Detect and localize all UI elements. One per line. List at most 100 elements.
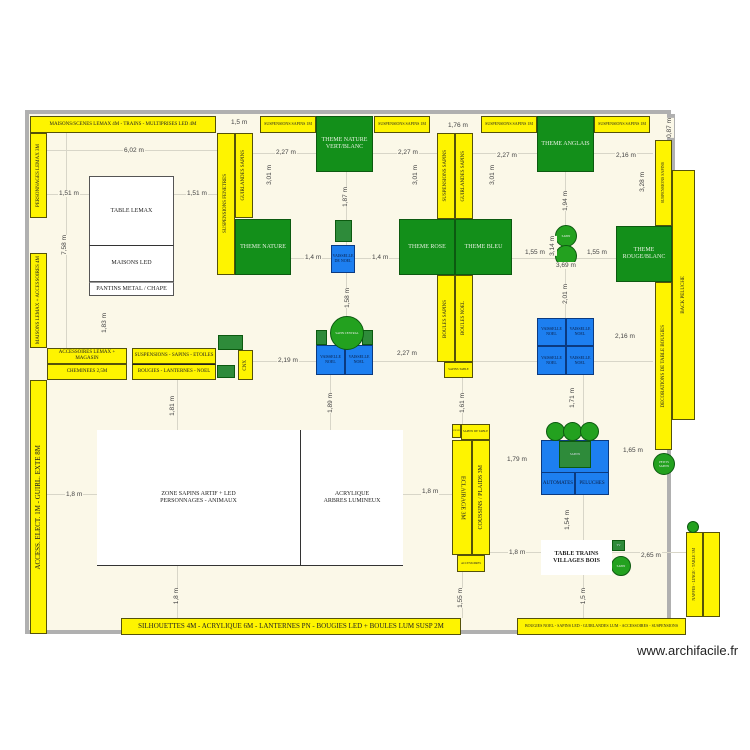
dimension-label: 2,16 m bbox=[614, 333, 636, 340]
theme-anglais[interactable]: THEME ANGLAIS bbox=[537, 116, 594, 172]
display-suspensions[interactable]: SUSPENSIONS - SAPINS - ETOILES bbox=[132, 348, 216, 364]
vaisselle-cell[interactable]: VAISSELLE NOEL bbox=[537, 346, 566, 375]
theme-bleu[interactable]: THEME BLEU bbox=[455, 219, 512, 275]
label: SUSPENSIONS SAPINS bbox=[660, 162, 666, 204]
vaisselle-1[interactable]: VAISSELLE NOEL bbox=[316, 345, 345, 375]
display-cheminees[interactable]: CHEMINEES 2,5M bbox=[47, 364, 127, 380]
label: SAPIN bbox=[616, 564, 626, 568]
display-col-2[interactable]: GUIRLANDES SAPINS bbox=[455, 133, 473, 219]
vaisselle-cell[interactable]: VAISSELLE NOEL bbox=[566, 346, 594, 375]
label: ACCESSOIRES LEMAX + MAGASIN bbox=[58, 350, 116, 361]
petits-sapins[interactable]: PETITS SAPINS bbox=[653, 453, 675, 475]
peluches[interactable]: PELUCHES bbox=[575, 472, 609, 495]
display-top-4[interactable]: SUSPENSIONS SAPINS 1M bbox=[594, 116, 650, 133]
display-maisons[interactable]: MAISONS LEMAX + ACCESSOIRES 4M bbox=[30, 253, 47, 348]
label: TV bbox=[616, 542, 621, 547]
display-acc-lemax[interactable]: ACCESSOIRES LEMAX + MAGASIN bbox=[47, 348, 127, 364]
label: ECLAIRAGE 3M bbox=[459, 475, 466, 520]
pantins[interactable]: PANTINS METAL / CHAPE bbox=[89, 282, 174, 296]
display-nappes[interactable]: NAPPES - LINGE - TABLE 3M bbox=[686, 532, 703, 617]
display-deco-table[interactable]: DECORATIONS DE TABLE BOUGIES bbox=[655, 282, 672, 450]
label: BOUGIES - LANTERNES - NOEL bbox=[137, 369, 211, 375]
sapin-central[interactable]: SAPIN CENTRAL bbox=[330, 316, 364, 350]
dimension-label: 2,16 m bbox=[615, 152, 637, 159]
dimension-label: 1,8 m bbox=[65, 491, 84, 498]
dimension-label: 2,65 m bbox=[640, 552, 662, 559]
label: CHEMINEES 2,5M bbox=[66, 369, 108, 375]
label: BOULES bbox=[452, 429, 461, 432]
sapin-circle[interactable]: SAPIN bbox=[555, 225, 577, 247]
display-bougies[interactable]: BOUGIES - LANTERNES - NOEL bbox=[132, 364, 216, 380]
theme-rouge-blanc[interactable]: THEME ROUGE/BLANC bbox=[616, 226, 672, 282]
tv-unit[interactable]: TV bbox=[612, 540, 625, 551]
table-trains[interactable]: TABLE TRAINS VILLAGES BOIS bbox=[541, 540, 612, 575]
label: ZONE SAPINS ARTIF + LED PERSONNAGES - AN… bbox=[160, 490, 237, 504]
dimension-label: 1,83 m bbox=[100, 313, 109, 333]
small-green-unit[interactable] bbox=[335, 220, 352, 242]
dimension-label: 1,5 m bbox=[230, 119, 249, 126]
label: PANTINS METAL / CHAPE bbox=[96, 285, 167, 292]
display-nappes-2[interactable] bbox=[703, 532, 720, 617]
dimension-label: 3,01 m bbox=[265, 165, 274, 185]
vaisselle-cell[interactable]: VAISSELLE NOEL bbox=[566, 318, 594, 346]
small-green-unit[interactable] bbox=[217, 365, 235, 378]
display-coussins[interactable]: COUSSINS / PLAIDS 3M bbox=[472, 440, 490, 555]
display-back-peluche[interactable]: BACK PELUCHE bbox=[672, 170, 695, 420]
label: SAPIN bbox=[561, 234, 571, 238]
display-boules[interactable]: BOULES bbox=[452, 424, 461, 438]
dimension-label: 1,81 m bbox=[168, 396, 177, 416]
label: SUSPENSIONS - SAPINS - ETOILES bbox=[134, 353, 214, 359]
label: PELUCHES bbox=[579, 480, 605, 486]
display-guirlandes[interactable]: GUIRLANDES SAPINS bbox=[235, 133, 253, 218]
zone-acrylique[interactable]: ACRYLIQUE ARBRES LUMINEUX bbox=[301, 430, 403, 566]
display-susp-fenetres[interactable]: SUSPENSIONS FENETRES bbox=[217, 133, 235, 275]
vaisselle-cell[interactable]: VAISSELLE NOEL bbox=[537, 318, 566, 346]
display-small-low[interactable]: SAPINS TABLE bbox=[444, 362, 473, 378]
display-bottom-right[interactable]: BOUGIES NOEL - SAPINS LED - GUIRLANDES L… bbox=[517, 618, 686, 635]
display-col-1[interactable]: SUSPENSIONS SAPINS bbox=[437, 133, 455, 219]
label: THEME NATURE VERT/BLANC bbox=[321, 137, 368, 150]
label: VAISSELLE NOEL bbox=[348, 354, 370, 364]
display-eclairage[interactable]: ECLAIRAGE 3M bbox=[452, 440, 472, 555]
display-suspensions-right[interactable]: SUSPENSIONS SAPINS bbox=[655, 140, 672, 226]
display-bottom-banner[interactable]: SILHOUETTES 4M - ACRYLIQUE 6M - LANTERNE… bbox=[121, 618, 461, 635]
display-top-2[interactable]: SUSPENSIONS SAPINS 1M bbox=[374, 116, 430, 133]
label: BOULES NOEL bbox=[461, 301, 467, 336]
dimension-label: 2,27 m bbox=[275, 149, 297, 156]
label: TABLE TRAINS VILLAGES BOIS bbox=[553, 550, 600, 564]
small-green-unit[interactable] bbox=[316, 330, 327, 345]
sapin-circle[interactable]: SAPIN bbox=[611, 556, 631, 576]
sapins-unit[interactable]: SAPINS bbox=[559, 441, 591, 468]
zone-sapins[interactable]: ZONE SAPINS ARTIF + LED PERSONNAGES - AN… bbox=[97, 430, 301, 566]
sapin-circle[interactable] bbox=[687, 521, 699, 533]
theme-rose[interactable]: THEME ROSE bbox=[399, 219, 455, 275]
dimension-label: 7,58 m bbox=[60, 235, 69, 255]
display-col-4[interactable]: BOULES NOEL bbox=[455, 275, 473, 362]
table-lemax[interactable]: TABLE LEMAX bbox=[89, 176, 174, 246]
dimension-label: 2,01 m bbox=[561, 284, 570, 304]
vaisselle-2[interactable]: VAISSELLE NOEL bbox=[345, 345, 373, 375]
display-sapins-table[interactable]: SAPINS DE TABLE bbox=[461, 424, 490, 440]
vaisselle-noel[interactable]: VAISSELLE DE NOEL bbox=[331, 245, 355, 273]
sapin-circle[interactable] bbox=[580, 422, 599, 441]
theme-nature[interactable]: THEME NATURE bbox=[235, 219, 291, 275]
display-top-banner[interactable]: MAISONS/SCENES LEMAX 4M - TRAINS - MULTI… bbox=[30, 116, 216, 133]
small-green-unit[interactable] bbox=[218, 335, 243, 350]
label: DECORATIONS DE TABLE BOUGIES bbox=[660, 324, 666, 408]
watermark: www.archifacile.fr bbox=[637, 643, 739, 658]
display-accessoires[interactable]: ACCESSOIRES bbox=[457, 555, 485, 572]
label: ACCESSOIRES bbox=[460, 560, 481, 565]
display-top-1[interactable]: SUSPENSIONS SAPINS 1M bbox=[260, 116, 316, 133]
dimension-label: 1,4 m bbox=[304, 254, 323, 261]
label: VAISSELLE NOEL bbox=[569, 354, 591, 365]
label: GUIRLANDES SAPINS bbox=[241, 150, 247, 201]
display-cnx[interactable]: CNX bbox=[238, 350, 253, 380]
display-col-3[interactable]: BOULES SAPINS bbox=[437, 275, 455, 362]
maisons-led[interactable]: MAISONS LED bbox=[89, 246, 174, 282]
display-top-3[interactable]: SUSPENSIONS SAPINS 1M bbox=[481, 116, 537, 133]
theme-nature-vert-blanc[interactable]: THEME NATURE VERT/BLANC bbox=[316, 116, 373, 172]
display-access-elect[interactable]: ACCESS. ELECT. 1M - GUIRL. EXTE 8M bbox=[30, 380, 47, 634]
display-personnages[interactable]: PERSONNAGES LEMAX 3M bbox=[30, 133, 47, 218]
automates[interactable]: AUTOMATES bbox=[541, 472, 575, 495]
dimension-label: 1,8 m bbox=[508, 549, 527, 556]
